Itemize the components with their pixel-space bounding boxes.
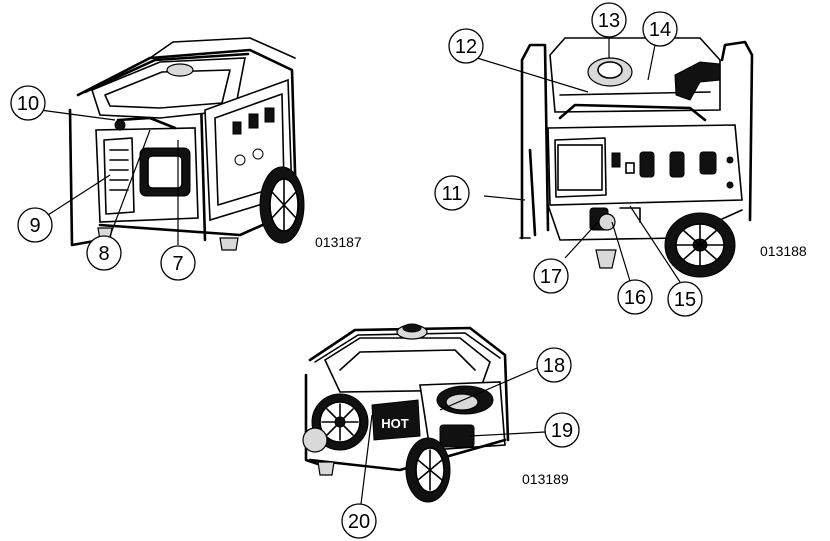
figure-code: 013188 [760,243,807,259]
figure-rear-view: HOT [302,323,510,503]
callout-label: 18 [543,355,565,377]
callout-bubble [533,258,569,294]
callout-bubble [642,11,678,47]
callout-bubble [536,347,572,383]
callout-bubble [667,281,703,317]
callout-label: 17 [540,266,562,288]
figure-code: 013189 [522,471,569,487]
callout-bubble [86,235,122,271]
figure-panel-callouts: 11 12 13 14 17 16 15 [434,2,703,317]
callout-label: 20 [348,511,370,533]
callout-label: 16 [624,287,646,309]
callout-bubble [17,207,53,243]
callout-label: 11 [442,183,463,205]
figure-front-view [68,37,305,251]
callout-bubble [341,503,377,539]
callout-label: 13 [598,10,620,32]
figure-front-callouts: 10 9 8 7 [10,85,196,281]
callout-label: 8 [98,243,109,265]
figure-panel-view [519,37,754,278]
callout-bubble [10,85,46,121]
callout-bubble [617,279,653,315]
callout-bubble [434,175,470,211]
figure-rear-callouts: 18 19 20 [341,347,580,539]
callout-bubble [544,412,580,448]
callout-bubble [160,245,196,281]
hot-warning-label: HOT [381,416,409,431]
callout-label: 15 [674,289,696,311]
callout-label: 10 [17,93,39,115]
figure-code: 013187 [315,234,362,250]
callout-bubble [591,2,627,38]
callout-label: 7 [172,253,183,275]
callout-bubble [448,28,484,64]
callout-label: 14 [649,19,671,41]
callout-label: 9 [29,215,40,237]
callout-label: 12 [455,36,477,58]
callout-label: 19 [551,420,573,442]
